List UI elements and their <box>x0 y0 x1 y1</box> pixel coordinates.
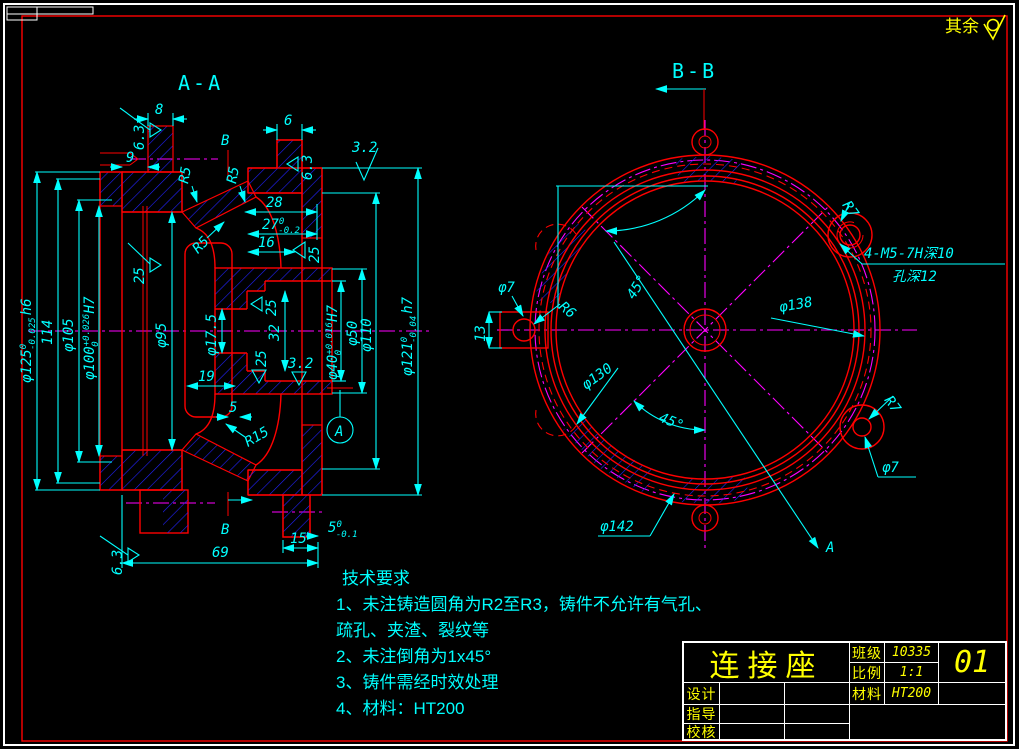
dim-5: 5 <box>229 400 237 416</box>
tech-line: 3、铸件需经时效处理 <box>336 673 499 692</box>
dim-45-bottom: 45° <box>657 410 686 434</box>
sf-63-bottom: 6.3 <box>110 550 126 575</box>
dim-d5tol: 50-0.1 <box>328 520 358 540</box>
label-d138: φ138 <box>778 294 814 316</box>
dim-d125: φ1250-0.025h6 <box>19 298 38 383</box>
class-value: 10335 <box>885 643 939 663</box>
class-label: 班级 <box>850 643 885 663</box>
dim-32: 32 <box>267 324 283 342</box>
sf-32-top: 3.2 <box>351 140 377 156</box>
guide-label: 指导 <box>684 705 720 724</box>
view-aa: A-A <box>19 71 432 575</box>
surface-note: 其余 <box>945 12 1010 42</box>
check-date-field <box>785 724 850 739</box>
drawing-number: 01 <box>939 643 1005 683</box>
tech-title: 技术要求 <box>342 569 410 588</box>
check-label: 校核 <box>684 724 720 739</box>
dim-105: φ105 <box>61 318 77 352</box>
label-d7-left: φ7 <box>498 280 515 296</box>
design-field <box>720 683 785 705</box>
aa-section-b-marks: B B <box>221 133 254 538</box>
dim-95: φ95 <box>154 323 170 348</box>
design-date-field <box>785 683 850 705</box>
dim-50: φ50 <box>345 321 361 346</box>
surface-note-label: 其余 <box>945 17 979 36</box>
dim-6: 6 <box>284 113 292 129</box>
material-label: 材料 <box>850 683 885 705</box>
bb-leaders: 4-M5-7H深10 孔深12 φ138 φ130 φ142 φ7 R6 13 … <box>473 198 1005 556</box>
dim-r5-1: R5 <box>176 165 195 184</box>
dim-d121: φ1210-0.04h7 <box>400 296 419 376</box>
bb-part-outline <box>499 128 885 532</box>
material-value: HT200 <box>885 683 939 705</box>
section-b-bottom: B <box>221 522 229 538</box>
dim-9: 9 <box>126 150 134 166</box>
aa-dimensions: φ1250-0.025h6 114 φ105 φ100+0.0260H7 φ95… <box>19 102 422 567</box>
blank-cell <box>939 683 1005 705</box>
label-d130: φ130 <box>579 360 616 393</box>
aa-surface-marks: 6.3 25 6.3 25 25 25 3.2 6.3 3.2 <box>99 107 379 575</box>
dim-69: 69 <box>212 545 229 561</box>
dim-d40: φ40+0.0160H7 <box>325 304 344 380</box>
dim-16: 16 <box>258 235 275 251</box>
sf-63-top: 6.3 <box>132 125 148 150</box>
dim-d27: 270-0.2 <box>262 217 300 236</box>
guide-date-field <box>785 705 850 724</box>
guide-field <box>720 705 785 724</box>
check-field <box>720 724 785 739</box>
part-name: 连接座 <box>684 643 850 683</box>
scale-value: 1:1 <box>885 663 939 683</box>
dim-114: 114 <box>40 320 56 345</box>
dim-r5-2: R5 <box>224 165 243 184</box>
dim-r5-3: R5 <box>190 234 213 257</box>
label-d7-bottom: φ7 <box>882 460 899 476</box>
tech-line: 4、材料：HT200 <box>336 699 465 718</box>
label-m5-line2: 孔深12 <box>892 269 937 285</box>
aa-hatched-sections <box>99 125 332 538</box>
label-m5-line1: 4-M5-7H深10 <box>864 246 954 262</box>
tech-line: 疏孔、夹渣、裂纹等 <box>336 621 489 640</box>
design-label: 设计 <box>684 683 720 705</box>
dim-28: 28 <box>266 195 283 211</box>
view-aa-title: A-A <box>178 71 223 95</box>
sf-25-bore2: 25 <box>254 350 270 367</box>
sf-25-bore: 25 <box>264 299 280 316</box>
dim-8: 8 <box>155 102 163 118</box>
section-b-top: B <box>221 133 229 149</box>
scale-label: 比例 <box>850 663 885 683</box>
label-d142: φ142 <box>600 519 634 535</box>
dim-13: 13 <box>473 325 489 342</box>
notes-cell <box>850 705 1005 739</box>
sf-32-bore: 3.2 <box>287 356 313 372</box>
view-bb-title: B-B <box>672 59 717 83</box>
view-bb: B-B <box>473 59 1005 556</box>
drawing-border <box>3 3 1015 746</box>
sf-25-left: 25 <box>132 267 148 284</box>
dim-d100: φ100+0.0260H7 <box>82 296 101 380</box>
dim-15: 15 <box>290 531 307 547</box>
dim-r15: R15 <box>242 424 272 451</box>
title-block: 连接座 班级 10335 比例 1:1 01 设计 材料 HT200 指导 校核 <box>682 641 1007 741</box>
dim-17-5: φ17.5 <box>204 314 220 356</box>
tech-line: 2、未注倒角为1x45° <box>336 647 492 666</box>
dim-19: 19 <box>198 369 215 385</box>
dim-110: φ110 <box>359 318 375 352</box>
sf-25-16: 25 <box>307 246 323 263</box>
datum-a-label: A <box>334 424 343 440</box>
aa-datum-a: A <box>326 387 354 444</box>
tech-line: 1、未注铸造圆角为R2至R3，铸件不允许有气孔、 <box>336 595 712 614</box>
sf-63-flange: 6.3 <box>300 155 316 180</box>
label-section-a: A <box>825 540 834 556</box>
surface-roughness-icon <box>983 14 1006 41</box>
tech-requirements: 技术要求 1、未注铸造圆角为R2至R3，铸件不允许有气孔、 疏孔、夹渣、裂纹等 … <box>336 566 736 722</box>
